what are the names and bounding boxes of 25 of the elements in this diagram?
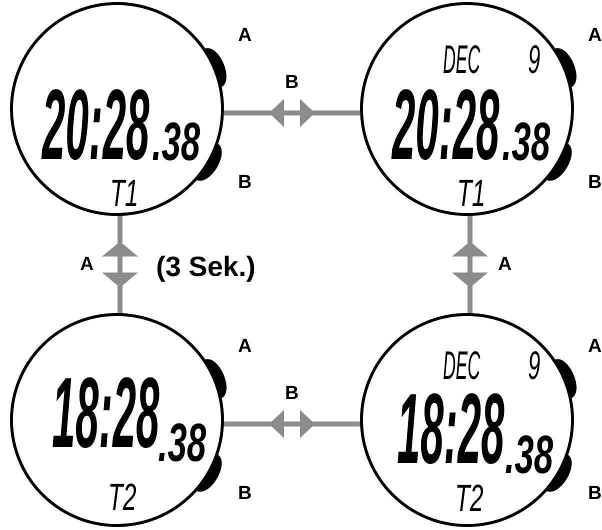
button-label: A — [238, 337, 252, 356]
seconds-display: .38 — [502, 114, 550, 169]
double-arrow — [102, 216, 138, 314]
button-label: B — [238, 173, 252, 192]
button-label: B — [588, 484, 602, 503]
time-display: 18:28 — [52, 363, 160, 463]
double-arrow — [452, 216, 488, 314]
day-display: 9 — [528, 346, 540, 386]
seconds-display: .38 — [152, 114, 200, 169]
day-display: 9 — [528, 40, 540, 80]
timer-label: T2 — [108, 479, 136, 518]
seconds-display: .38 — [158, 416, 206, 470]
button-label: B — [238, 484, 252, 503]
double-arrow — [224, 99, 360, 127]
duration-note: (3 Sek.) — [156, 253, 256, 281]
button-label: A — [238, 26, 252, 45]
double-arrow — [224, 410, 360, 438]
timer-label: T2 — [455, 480, 484, 518]
time-display: 20:28 — [42, 75, 150, 175]
button-label: B — [588, 173, 602, 192]
timer-label: T1 — [110, 175, 138, 214]
button-label: A — [588, 337, 602, 356]
button-label: A — [588, 26, 602, 45]
seconds-display: .38 — [505, 428, 554, 482]
timer-label: T1 — [457, 175, 486, 214]
